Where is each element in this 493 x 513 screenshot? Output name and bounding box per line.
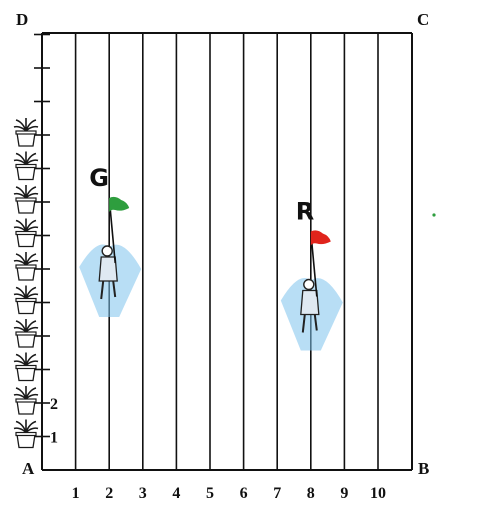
plant-leaves <box>13 419 39 434</box>
pot-body <box>16 400 36 415</box>
plant-leaves <box>13 118 39 132</box>
x-tick-label-1: 1 <box>72 485 80 502</box>
pot-rim <box>15 130 37 135</box>
runner-body <box>98 256 118 282</box>
runner-head <box>303 278 315 291</box>
y-tick-label-1: 1 <box>50 430 58 447</box>
pot-body <box>16 266 36 281</box>
plant-leaves <box>13 386 39 400</box>
y-tick-label-2: 2 <box>50 396 58 413</box>
flower-pot-1 <box>13 419 39 449</box>
pot-rim <box>15 264 37 269</box>
plant-leaves <box>13 218 39 233</box>
pot-body <box>16 366 36 382</box>
plant-leaves <box>13 352 39 367</box>
pot-body <box>16 199 36 214</box>
plant-leaves <box>13 252 39 266</box>
corner-label-d: D <box>16 10 28 29</box>
x-tick-label-10: 10 <box>370 485 386 502</box>
pot-body <box>16 433 36 449</box>
runner-head <box>101 245 113 257</box>
flag-label-g: G <box>89 164 109 192</box>
pot-rim <box>15 398 37 403</box>
pot-rim <box>15 197 37 202</box>
pot-body <box>16 232 36 248</box>
pot-body <box>16 165 36 181</box>
x-tick-label-2: 2 <box>105 485 113 502</box>
x-tick-label-4: 4 <box>172 485 180 502</box>
flower-pots-column <box>13 118 39 449</box>
corner-label-b: B <box>418 459 429 478</box>
pot-rim <box>15 163 37 169</box>
runners-with-flags: GR <box>79 164 343 351</box>
x-tick-label-9: 9 <box>340 485 348 502</box>
pot-rim <box>15 297 37 303</box>
flower-pot-6 <box>13 252 39 281</box>
runner-g: G <box>79 164 142 317</box>
flag-label-r: R <box>296 198 314 226</box>
flower-pot-3 <box>13 352 39 382</box>
plant-leaves <box>13 285 39 300</box>
green-dot <box>432 213 436 217</box>
y-axis-tick-labels: 12 <box>50 396 58 447</box>
x-tick-label-3: 3 <box>139 485 147 502</box>
flower-pot-8 <box>13 185 39 214</box>
runner-legs <box>301 314 318 333</box>
plant-leaves <box>13 185 39 199</box>
plant-leaves <box>13 319 39 333</box>
pot-body <box>16 132 36 147</box>
flower-pot-10 <box>13 118 39 147</box>
flower-pot-9 <box>13 151 39 181</box>
flower-pot-2 <box>13 386 39 415</box>
flag-g <box>109 196 130 212</box>
runner-legs <box>100 280 117 300</box>
flower-pot-5 <box>13 285 39 315</box>
x-tick-label-6: 6 <box>240 485 248 502</box>
pot-body <box>16 299 36 315</box>
pot-body <box>16 333 36 348</box>
pot-rim <box>15 364 37 370</box>
plant-leaves <box>13 151 39 166</box>
x-tick-label-8: 8 <box>307 485 315 502</box>
x-axis-tick-labels: 1 2 3 4 5 6 7 8 9 10 <box>72 485 386 502</box>
flower-pot-7 <box>13 218 39 248</box>
pot-rim <box>15 331 37 336</box>
flag-r <box>310 230 331 246</box>
x-tick-label-5: 5 <box>206 485 214 502</box>
corner-label-a: A <box>22 459 35 478</box>
runner-body <box>300 289 320 316</box>
pot-rim <box>15 431 37 437</box>
corner-label-c: C <box>417 10 429 29</box>
pot-rim <box>15 230 37 236</box>
flower-pot-4 <box>13 319 39 348</box>
x-tick-label-7: 7 <box>273 485 281 502</box>
runner-r: R <box>280 198 343 351</box>
